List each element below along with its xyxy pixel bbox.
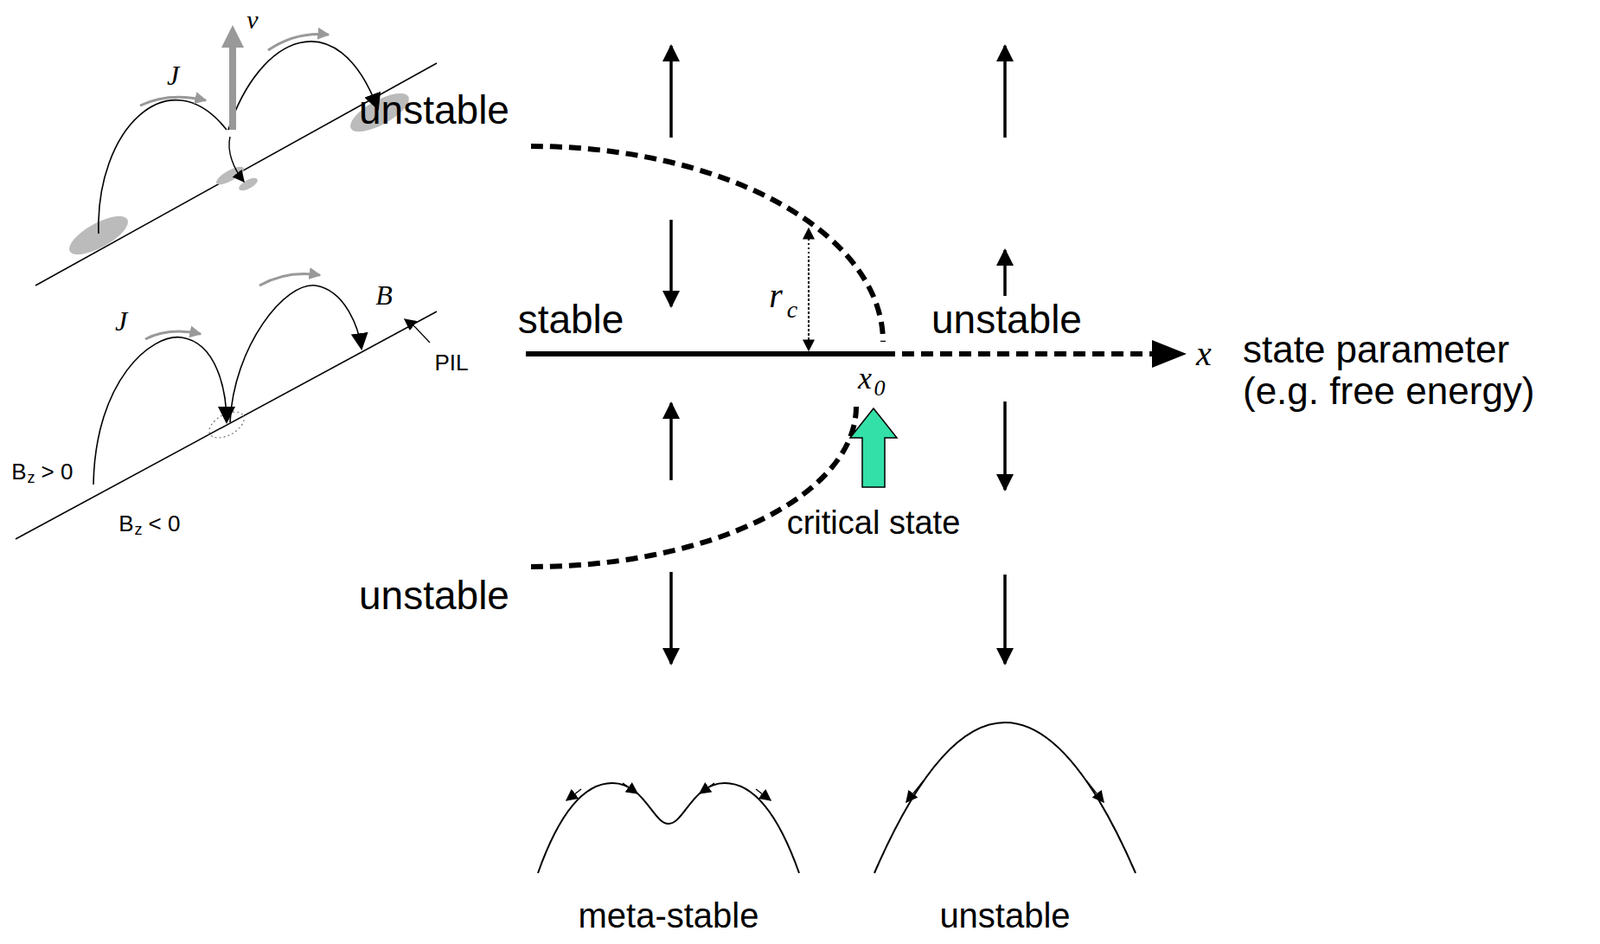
radius-symbol: r — [768, 276, 783, 315]
branch-label: unstable — [358, 88, 510, 133]
axis-symbol: x — [1196, 334, 1212, 373]
current-label: J — [115, 306, 128, 337]
potential-label: meta-stable — [578, 896, 760, 935]
potential-curves — [537, 722, 1136, 873]
branch-label: unstable — [358, 573, 510, 618]
subscript: 0 — [874, 376, 886, 402]
field-component: B — [11, 459, 26, 485]
velocity-label: v — [246, 5, 258, 34]
critical-point-symbol: x — [857, 361, 872, 397]
subscript: z — [134, 521, 143, 539]
potential-label: unstable — [939, 896, 1070, 935]
subscript: z — [27, 469, 36, 487]
eruption-sketch — [35, 33, 437, 286]
branch-label: stable — [518, 297, 625, 342]
pil-label: PIL — [434, 350, 468, 376]
subscript: c — [787, 296, 798, 324]
critical-state-label: critical state — [787, 505, 961, 542]
branch-label: unstable — [931, 297, 1082, 342]
current-label: J — [166, 60, 180, 91]
field-label: B — [375, 280, 393, 311]
axis-title: state parameter (e.g. free energy) — [1242, 328, 1572, 413]
loops-sketch — [15, 274, 437, 540]
sign-condition: > 0 — [41, 459, 74, 485]
sign-condition: < 0 — [148, 511, 181, 537]
bifurcation-plot — [525, 45, 1187, 664]
field-component: B — [118, 511, 134, 537]
